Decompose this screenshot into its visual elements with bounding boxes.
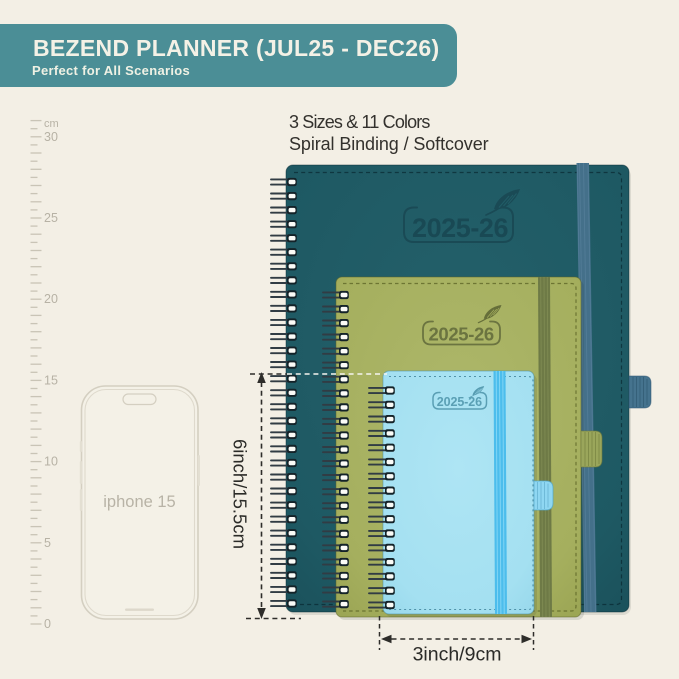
svg-text:cm: cm [44,118,59,130]
svg-text:20: 20 [44,292,58,306]
svg-text:15: 15 [44,373,58,387]
svg-text:10: 10 [44,455,58,469]
svg-text:30: 30 [44,130,58,144]
svg-text:3inch/9cm: 3inch/9cm [413,644,502,666]
svg-text:6inch/15.5cm: 6inch/15.5cm [230,439,251,549]
svg-text:2025-26: 2025-26 [429,324,495,345]
svg-text:2025-26: 2025-26 [437,395,483,409]
svg-text:2025-26: 2025-26 [412,213,509,243]
svg-text:5: 5 [44,536,51,550]
svg-text:iphone 15: iphone 15 [103,493,176,511]
svg-text:0: 0 [44,617,51,631]
svg-text:25: 25 [44,211,58,225]
